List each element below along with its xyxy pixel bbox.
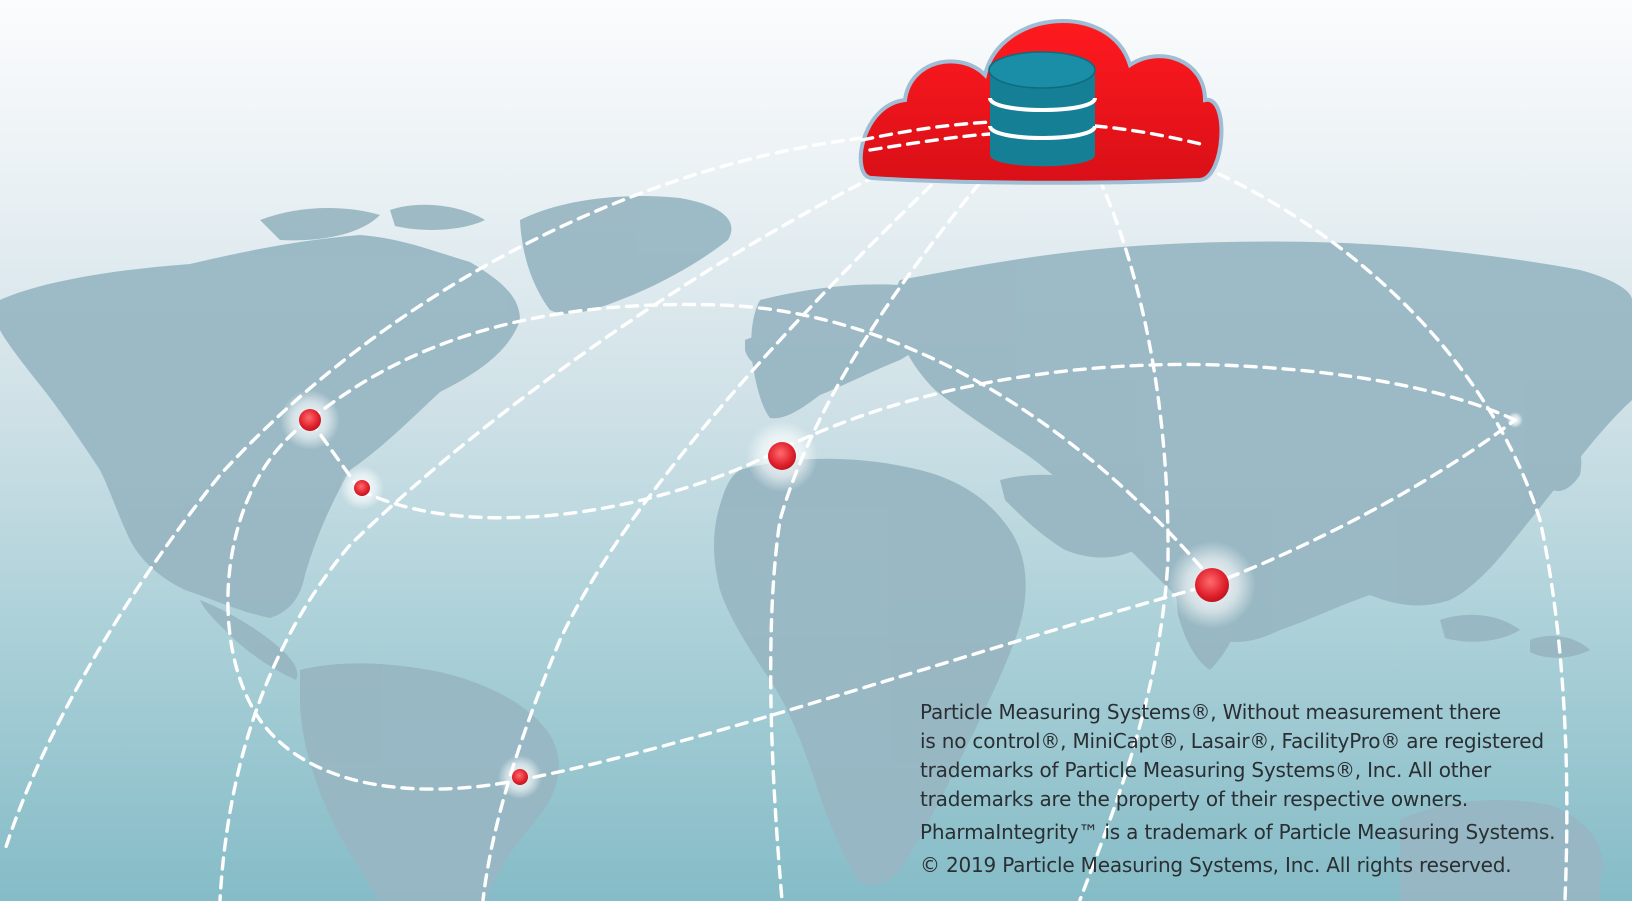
network-routes [3, 118, 1569, 901]
continent-north-america [0, 235, 520, 618]
database-icon [988, 51, 1097, 167]
cloud-database-icon [858, 19, 1224, 185]
trademark-line: trademarks are the property of their res… [920, 787, 1469, 811]
location-marker-europe [746, 420, 818, 492]
continent-africa [714, 458, 1026, 886]
trademark-line: is no control®, MiniCapt®, Lasair®, Faci… [920, 729, 1544, 753]
location-marker-south-america [498, 755, 542, 799]
pharmaintegrity-notice: PharmaIntegrity™ is a trademark of Parti… [920, 820, 1556, 844]
copyright-notice: © 2019 Particle Measuring Systems, Inc. … [920, 853, 1512, 877]
trademark-notice: Particle Measuring Systems®, Without mea… [920, 698, 1580, 814]
location-marker-north-america-west [280, 390, 340, 450]
trademark-line: trademarks of Particle Measuring Systems… [920, 758, 1491, 782]
location-markers [280, 390, 1523, 799]
continent-greenland [520, 196, 732, 314]
world-map [0, 196, 1632, 901]
location-marker-north-america-east [340, 466, 384, 510]
location-marker-asia [1168, 541, 1256, 629]
location-marker-japan [1507, 412, 1523, 428]
trademark-line: Particle Measuring Systems®, Without mea… [920, 700, 1501, 724]
continent-asia [894, 241, 1632, 642]
legal-notice: Particle Measuring Systems®, Without mea… [920, 698, 1580, 880]
